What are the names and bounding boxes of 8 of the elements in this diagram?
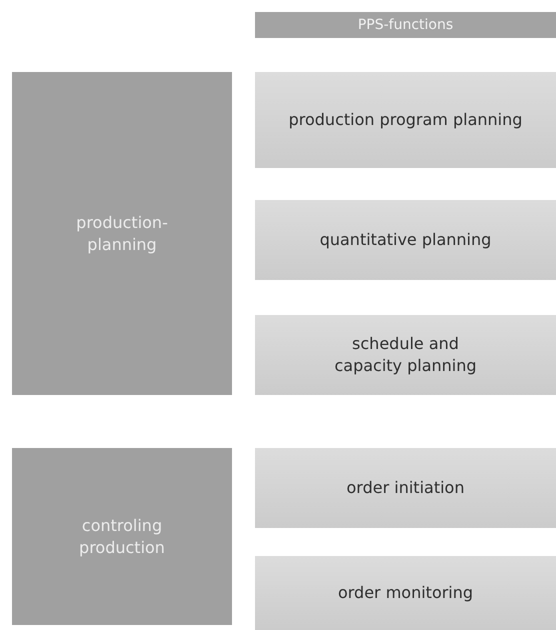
function-box: order initiation (255, 448, 556, 528)
category-box: controling production (12, 448, 232, 625)
function-box: quantitative planning (255, 200, 556, 280)
function-box: production program planning (255, 72, 556, 168)
category-box: production-planning (12, 72, 232, 395)
function-box: schedule and capacity planning (255, 315, 556, 395)
header-bar: PPS-functions (255, 12, 556, 38)
function-box: order monitoring (255, 556, 556, 630)
